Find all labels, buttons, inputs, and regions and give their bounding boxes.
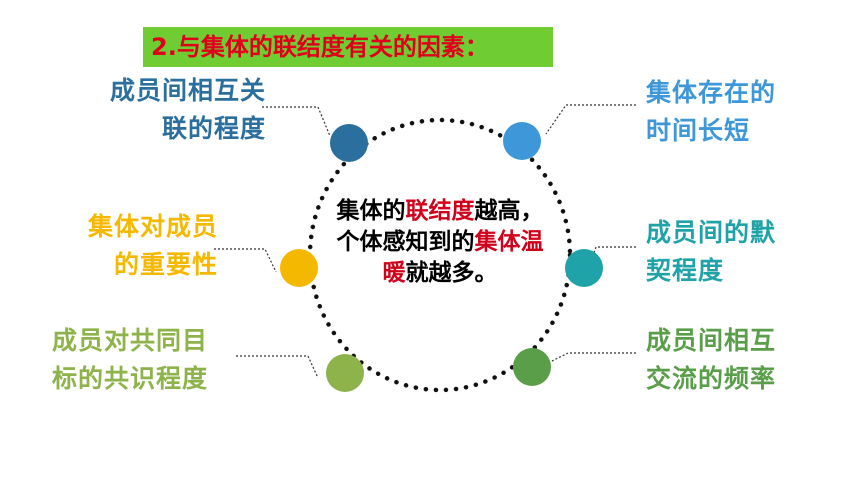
factor-shared-goals: 成员对共同目 标的共识程度 [52, 322, 252, 398]
factor-member-relations: 成员间相互关 联的程度 [76, 72, 266, 148]
circle-bot-right [513, 348, 551, 386]
factor-line: 标的共识程度 [52, 364, 209, 393]
connector-mid-left [214, 248, 277, 273]
connector-bot-right [547, 352, 636, 364]
connector-lines [214, 104, 636, 379]
factor-line: 时间长短 [646, 116, 751, 145]
factor-line: 联的程度 [161, 114, 266, 143]
section-title: 2.与集体的联结度有关的因素： [143, 27, 553, 67]
factor-tacit-understanding: 成员间的默 契程度 [646, 214, 816, 290]
circle-mid-left [280, 249, 318, 287]
center-highlight-cohesion: 联结度 [405, 198, 475, 224]
factor-line: 成员间的默 [646, 218, 777, 247]
factor-line: 集体存在的 [646, 78, 777, 107]
factor-line: 契程度 [646, 256, 725, 285]
center-text-3: 就越多。 [405, 260, 498, 286]
factor-communication-frequency: 成员间相互 交流的频率 [646, 322, 826, 398]
factor-line: 集体对成员 [87, 212, 218, 241]
factor-line: 交流的频率 [646, 364, 777, 393]
center-statement: 集体的联结度越高，个体感知到的集体温暖就越多。 [335, 196, 545, 289]
factor-duration: 集体存在的 时间长短 [646, 74, 816, 150]
connector-bot-left [236, 355, 319, 379]
factor-line: 成员间相互 [646, 326, 777, 355]
connector-top-right [545, 104, 636, 135]
connector-top-left [262, 106, 331, 137]
factor-line: 成员间相互关 [109, 76, 266, 105]
center-text-1: 集体的 [336, 198, 406, 224]
circle-top-left [330, 124, 368, 162]
factor-line: 成员对共同目 [52, 326, 209, 355]
circle-bot-left [326, 354, 364, 392]
center-highlight-warmth: 集体温暖 [382, 229, 544, 286]
factor-line: 的重要性 [113, 250, 218, 279]
circle-mid-right [565, 249, 603, 287]
circle-top-right [503, 122, 541, 160]
factor-importance: 集体对成员 的重要性 [58, 208, 218, 284]
center-text-2: 越高，个体感知到的 [336, 198, 544, 255]
